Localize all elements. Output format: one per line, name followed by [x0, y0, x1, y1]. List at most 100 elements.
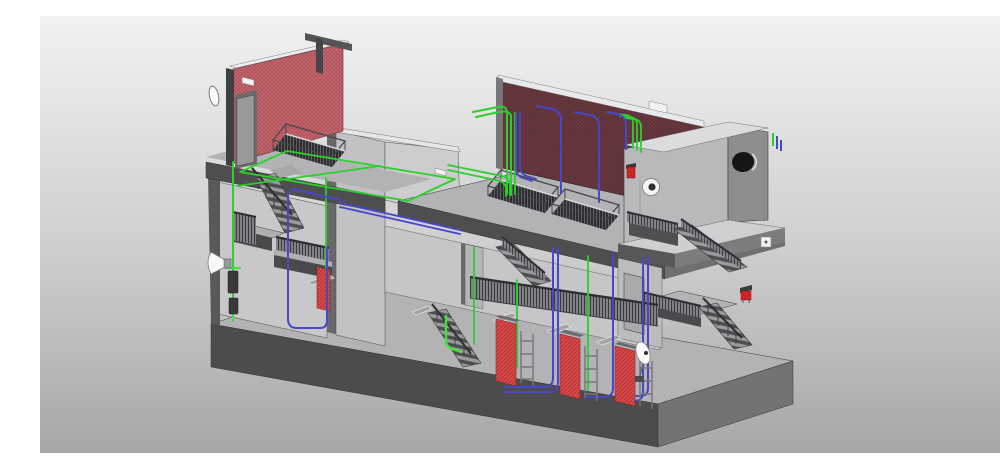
stair-left-top-landing [270, 165, 302, 178]
maroon-wall-end-cap [496, 77, 503, 170]
fire-alarm-box [626, 166, 636, 179]
panel1-top [496, 315, 520, 322]
blue-drop-1a [503, 247, 554, 388]
stair-right-switchback[interactable] [626, 211, 753, 350]
lower-flight-toprail [702, 297, 743, 339]
box-right-face [727, 125, 769, 223]
left-end-wall [208, 174, 220, 326]
junction-boxes[interactable] [227, 270, 239, 315]
left-slab-top [206, 144, 432, 192]
opening2-posts [551, 189, 620, 230]
alarm2-body [740, 290, 752, 301]
device-box-2 [228, 297, 239, 315]
junction-box-knob [764, 240, 768, 244]
horn-speaker[interactable] [207, 251, 232, 275]
blue-drop-2 [586, 253, 614, 398]
red-brick-wall[interactable] [229, 33, 352, 164]
wall-panel-hatch [317, 267, 330, 311]
dish-feed [644, 351, 648, 355]
return-wall-side [316, 38, 323, 74]
floor-opening-railing-2[interactable] [550, 188, 621, 230]
green-stair-elbow [444, 314, 463, 354]
floor-opening-railing-left[interactable] [271, 123, 347, 167]
mid-upper-railing [502, 237, 545, 282]
panel2-top [560, 330, 584, 337]
panel3-top [615, 342, 639, 349]
satellite-dish[interactable] [633, 340, 652, 382]
blue-drop-1b [503, 247, 559, 393]
horn-body [223, 258, 232, 269]
opening3-posts [272, 124, 346, 167]
lower-flight-balusters [707, 304, 737, 344]
entry-door[interactable] [226, 68, 257, 169]
panel1-hatch [496, 319, 516, 386]
balcony-balusters [276, 237, 329, 261]
upper-landing-edge [629, 223, 678, 246]
blue-maroon-edge-1 [515, 113, 533, 182]
stair-left-panel-rail [232, 211, 257, 218]
mid-landing-toprail [641, 291, 702, 307]
green-bridge-2 [447, 169, 507, 197]
model-canvas[interactable] [40, 16, 1000, 453]
mid-lower-toprail [431, 303, 472, 355]
wall-device [241, 76, 255, 87]
electrical-panel-1[interactable] [495, 315, 520, 387]
upper-flight-toprail [680, 218, 742, 262]
opening1-posts [487, 170, 559, 213]
ceiling-light-3 [596, 334, 622, 346]
panel3-hatch [615, 346, 635, 406]
cable-ladder-2 [584, 346, 598, 401]
exhaust-opening [732, 151, 754, 173]
model-viewport[interactable] [40, 16, 1000, 453]
ceiling-light-0 [411, 305, 433, 316]
red-wall-hatch [233, 44, 343, 163]
box-plinth-side [675, 228, 785, 268]
mid-landing-railing [642, 292, 701, 318]
wall-panel-red[interactable] [316, 266, 331, 312]
electrical-panel-3[interactable] [614, 342, 639, 407]
upper-landing-toprail [626, 211, 679, 225]
green-bridge-1 [447, 164, 511, 196]
wall-fan-hub [648, 183, 656, 191]
box-stub-blue [776, 136, 782, 151]
maroon-wall-device [648, 100, 668, 114]
mechanical-room-box[interactable] [617, 121, 786, 268]
lower-flight [698, 302, 753, 350]
upper-landing-railing [627, 212, 678, 234]
blue-riser-2 [574, 111, 600, 203]
mid-wall-edge [461, 243, 465, 305]
green-riser-right-3 [623, 117, 642, 153]
dish-reflector [635, 341, 651, 365]
fire-alarm-floating[interactable] [740, 285, 752, 303]
stair-left[interactable] [232, 165, 305, 251]
blue-riser-1 [536, 105, 562, 194]
wall-switch [434, 167, 447, 177]
opening2-rim [564, 198, 620, 216]
blue-maroon-edge-2 [519, 111, 537, 180]
green-riser-maroon-2 [475, 110, 512, 196]
cable-ladder-1 [520, 331, 534, 386]
guardrail-bottomrail [469, 297, 659, 327]
electrical-panel-2[interactable] [559, 330, 584, 400]
door-panel [236, 94, 255, 167]
return-wall-cap [305, 33, 352, 51]
guardrail-toprail [469, 275, 659, 307]
green-riser-maroon-1 [472, 105, 508, 195]
panel2-hatch [560, 334, 580, 399]
green-slab-loop [239, 150, 456, 202]
upper-flight-railing [681, 219, 741, 269]
lens-shape [208, 85, 220, 107]
alarm2-legs [742, 300, 750, 303]
door-jamb [226, 68, 234, 167]
box-top-face [623, 121, 769, 153]
opening3-rim [285, 133, 346, 152]
mid-upper-toprail [501, 236, 546, 274]
electrical-panels[interactable] [495, 315, 653, 409]
ground-slab-side [657, 360, 794, 448]
blue-underslab-pair [339, 202, 461, 235]
dish-base [635, 376, 644, 382]
balcony-toprail [275, 235, 330, 250]
device-box-1 [227, 270, 239, 294]
lens-light[interactable] [208, 85, 221, 107]
stair-middle-upper[interactable] [495, 236, 552, 287]
